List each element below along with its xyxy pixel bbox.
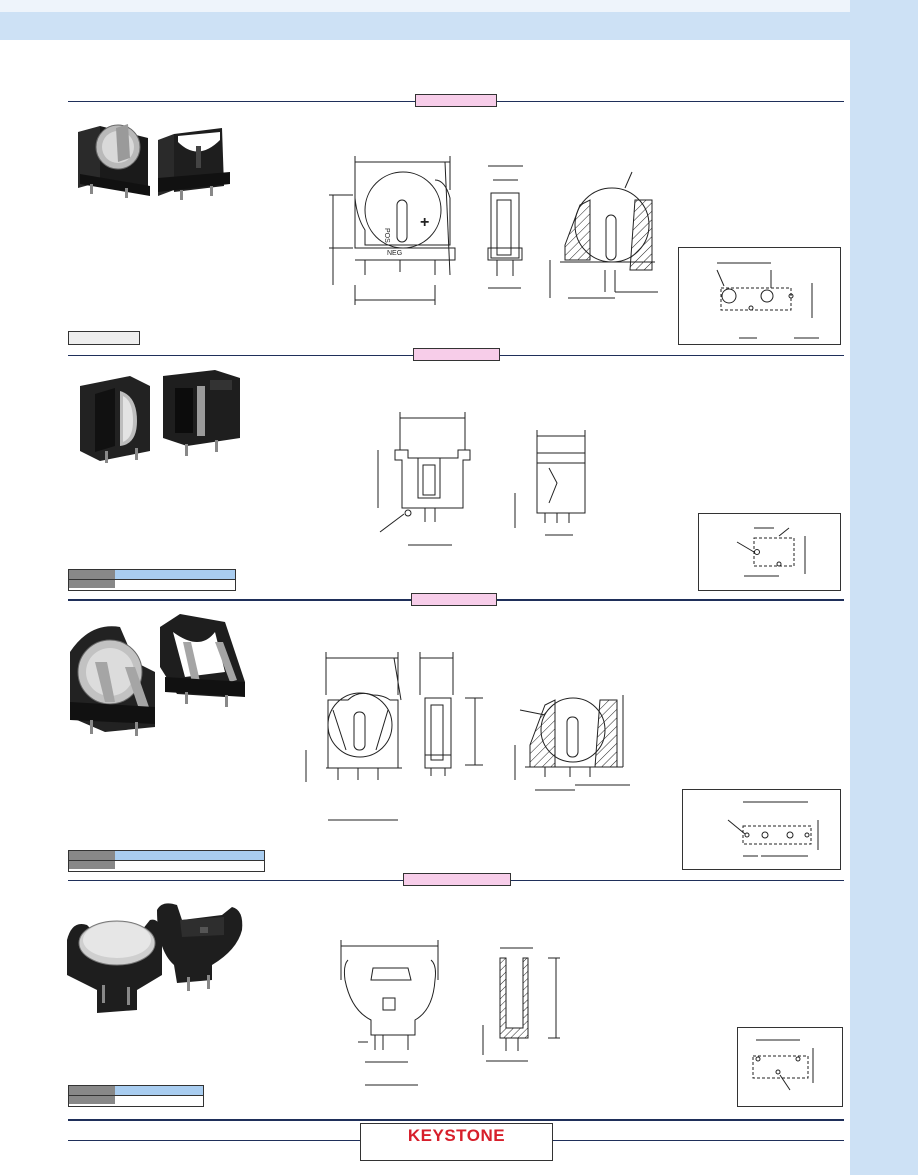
section-1-front-drawing: POS + NEG — [325, 150, 465, 315]
section-4-tab[interactable] — [403, 873, 511, 886]
section-3-section-drawing — [505, 685, 635, 795]
section-3-tab[interactable] — [411, 593, 497, 606]
section-2-info-table — [68, 569, 236, 591]
section-3-product-photos — [65, 612, 260, 742]
section-3-side-drawing — [415, 650, 495, 780]
section-1-info-box — [68, 331, 140, 345]
plus-label: + — [420, 214, 429, 231]
right-side-band — [850, 0, 918, 1175]
top-header-strip — [0, 0, 850, 12]
section-4-pcb-layout-box — [737, 1027, 843, 1107]
section-2-product-photos — [75, 366, 250, 466]
section-4-info-table — [68, 1085, 204, 1107]
section-3-front-drawing — [298, 650, 408, 825]
info-row — [69, 860, 264, 869]
footer-rule-top — [68, 1119, 844, 1121]
section-4-front-drawing — [333, 940, 453, 1090]
section-1-product-photos — [70, 112, 240, 202]
info-row — [69, 1086, 203, 1095]
section-4-side-drawing — [478, 943, 563, 1068]
footer-logo-box: KEYSTONE — [360, 1123, 553, 1161]
section-1-pcb-layout-box — [678, 247, 841, 345]
info-row — [69, 851, 264, 860]
section-4-product-photos — [62, 895, 252, 1020]
keystone-logo: KEYSTONE — [407, 1126, 506, 1145]
info-row — [69, 579, 235, 588]
section-2-side-drawing — [507, 428, 592, 543]
section-1-side-drawing — [483, 158, 533, 298]
section-3-info-table — [68, 850, 265, 872]
section-1-section-drawing — [540, 170, 670, 310]
pos-label: POS — [383, 228, 390, 243]
neg-label: NEG — [387, 250, 402, 257]
info-row — [69, 570, 235, 579]
section-3-pcb-layout-box — [682, 789, 841, 870]
section-2-front-drawing — [370, 410, 480, 550]
section-1-tab[interactable] — [415, 94, 497, 107]
section-2-tab[interactable] — [413, 348, 500, 361]
top-header-band — [0, 0, 918, 40]
section-2-pcb-layout-box — [698, 513, 841, 591]
info-row — [69, 1095, 203, 1104]
